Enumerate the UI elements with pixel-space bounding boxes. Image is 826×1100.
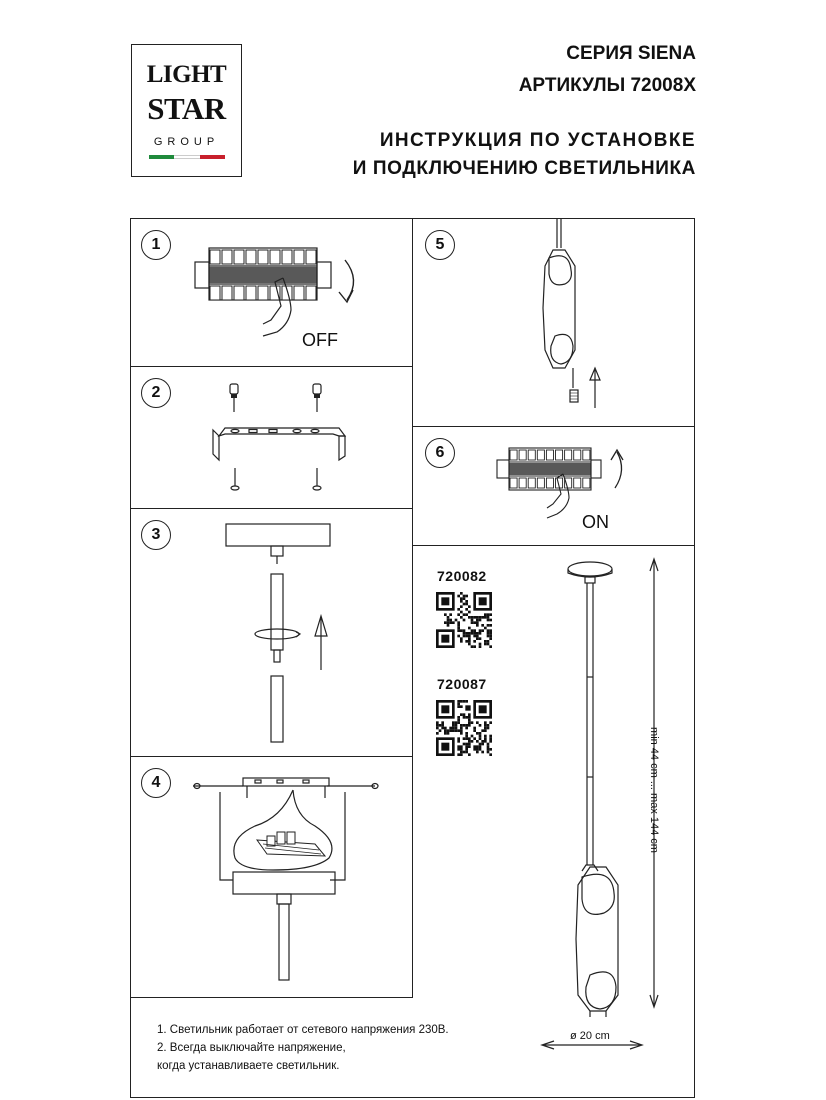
brand-logo: LIGHT STAR GROUP [131, 44, 242, 177]
model-code-720087: 720087 [437, 676, 487, 692]
grid-divider [130, 756, 413, 758]
logo-text-group: GROUP [153, 136, 220, 148]
step-1-breaker-diagram [194, 247, 355, 337]
step-6-number: 6 [425, 438, 455, 468]
qr-code-icon [436, 592, 492, 648]
grid-divider [412, 426, 695, 428]
step-2-number: 2 [141, 378, 171, 408]
diameter-dimension-label: ø 20 cm [570, 1030, 610, 1042]
instruction-title-line-1: ИНСТРУКЦИЯ ПО УСТАНОВКЕ [379, 130, 696, 151]
grid-divider [130, 997, 413, 999]
article-numbers: АРТИКУЛЫ 72008X [518, 75, 696, 96]
note-line-2: 2. Всегда выключайте напряжение, [157, 1042, 346, 1054]
logo-text-star: STAR [147, 91, 226, 126]
model-code-720082: 720082 [437, 568, 487, 584]
step-4-number: 4 [141, 768, 171, 798]
pendant-dimension-drawing [540, 557, 659, 1050]
step-1-number: 1 [141, 230, 171, 260]
note-line-3: когда устанавливаете светильник. [157, 1060, 340, 1072]
qr-code-icon [436, 700, 492, 756]
logo-text-light: LIGHT [146, 61, 227, 88]
step-5-bulb-diagram [542, 218, 601, 408]
grid-divider-vertical [412, 218, 414, 998]
italian-flag-stripe [149, 155, 225, 159]
step-6-breaker-diagram [496, 447, 624, 519]
step-4-wiring-diagram [193, 777, 379, 981]
step-3-rod-diagram [225, 523, 331, 743]
step-5-number: 5 [425, 230, 455, 260]
grid-divider [130, 366, 413, 368]
step-2-bracket-diagram [212, 383, 347, 491]
note-line-1: 1. Светильник работает от сетевого напря… [157, 1024, 449, 1036]
instruction-title-line-2: И ПОДКЛЮЧЕНИЮ СВЕТИЛЬНИКА [352, 158, 696, 179]
step-6-on-label: ON [582, 512, 609, 532]
grid-divider [412, 545, 695, 547]
step-3-number: 3 [141, 520, 171, 550]
series-title: СЕРИЯ SIENA [566, 43, 696, 64]
grid-divider [130, 508, 413, 510]
height-dimension-label: min 44 cm ... max 144 cm [648, 727, 660, 853]
step-1-off-label: OFF [302, 330, 338, 350]
